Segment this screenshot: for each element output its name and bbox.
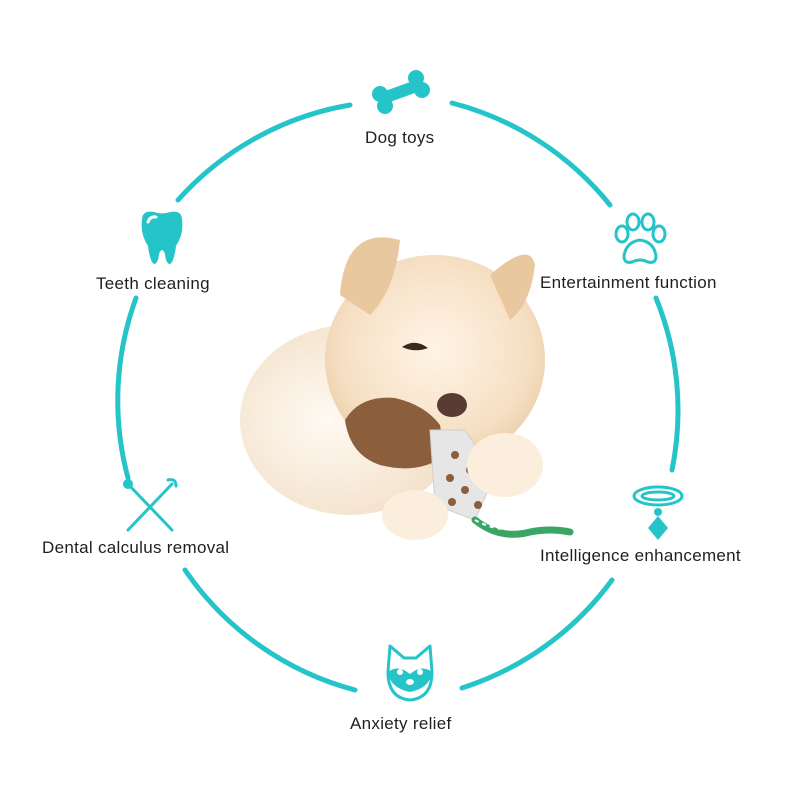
toy-rope [474,519,569,531]
toy-rope [471,516,574,538]
collar-icon [632,485,684,540]
feature-label: Dental calculus removal [42,538,230,557]
dog-ear [340,237,400,315]
ring-arc [175,102,353,203]
paw-icon [614,212,667,264]
dog-paw [382,490,448,540]
ring-arc [653,295,681,473]
ring-arc [459,577,615,691]
feature-label: Entertainment function [540,273,717,292]
feature-label: Anxiety relief [350,714,452,733]
feature-label: Intelligence enhancement [540,546,741,565]
dog-nose [437,393,467,417]
dog-photo [240,237,574,540]
ring-arc [182,567,358,693]
dog-face-icon [386,644,434,702]
dog-ear [490,254,535,320]
dog-paw [467,433,543,497]
dental-tools-icon [123,478,178,532]
feature-label: Dog toys [365,128,435,147]
ring-arc [449,100,613,208]
ring-arc [115,295,139,481]
bone-icon [372,70,430,114]
tooth-icon [141,211,183,264]
toy-chew [345,397,445,469]
feature-label: Teeth cleaning [96,274,210,293]
dog-eye [402,342,428,351]
